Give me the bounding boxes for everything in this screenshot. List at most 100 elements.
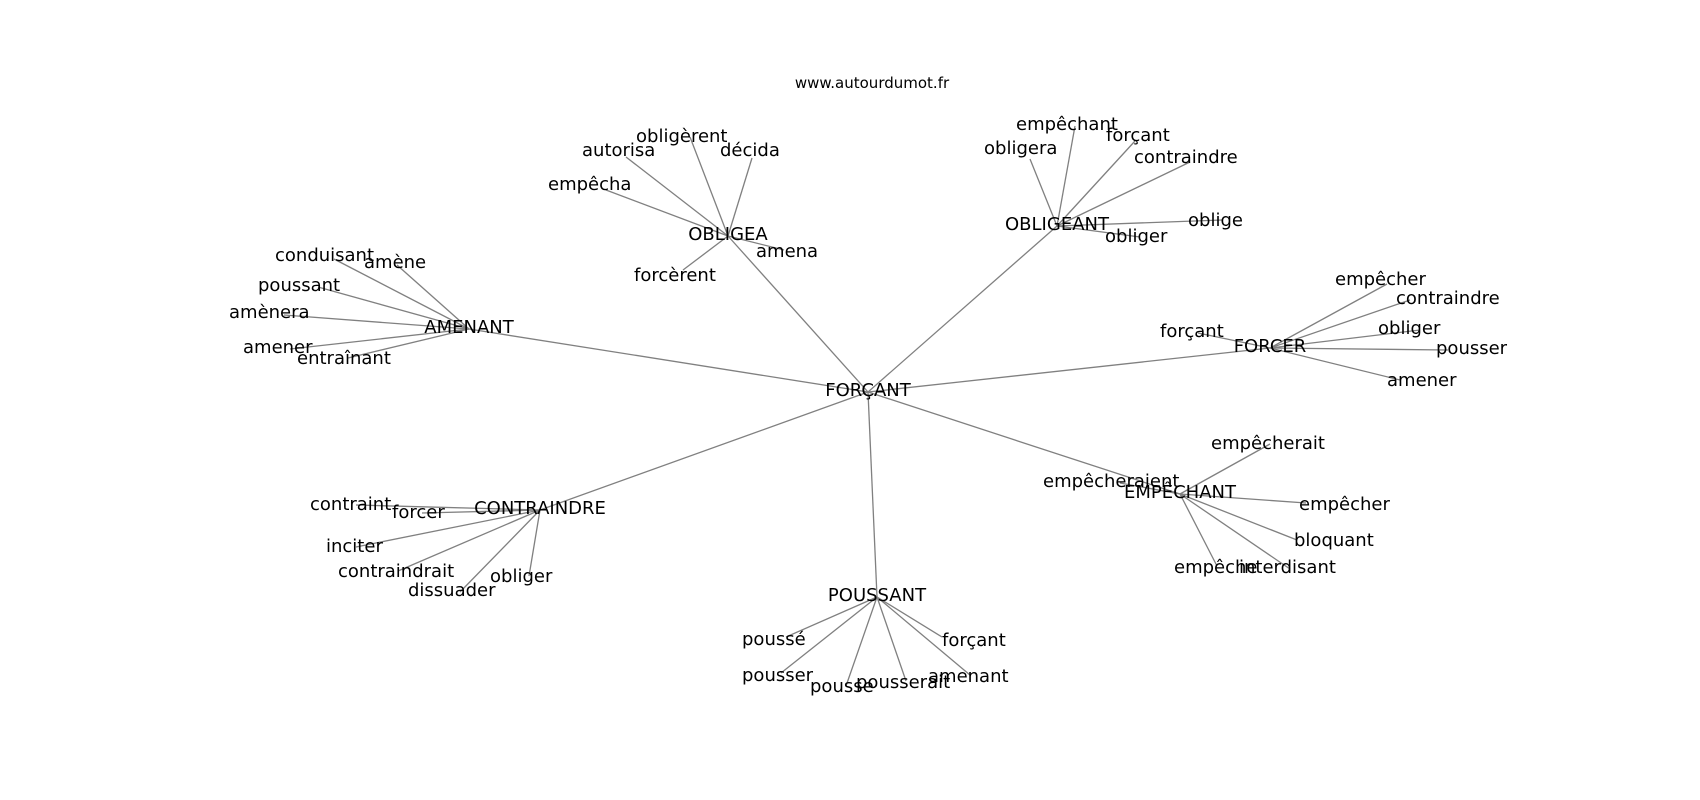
cluster-node-label[interactable]: AMENANT: [424, 317, 514, 338]
edge-cluster-6-word-5: [876, 596, 943, 638]
edge-cluster-3-word-3: [1269, 329, 1421, 349]
word-node-label[interactable]: empêcher: [1299, 494, 1390, 515]
edge-cluster-4-word-3: [397, 509, 541, 572]
edge-cluster-2-word-0: [333, 258, 470, 330]
word-node-label[interactable]: pousser: [742, 665, 814, 686]
word-node-label[interactable]: amener: [1387, 370, 1457, 391]
word-node-label[interactable]: pousserait: [856, 672, 950, 693]
word-node-label[interactable]: autorisa: [582, 140, 655, 161]
cluster-node-label[interactable]: CONTRAINDRE: [474, 498, 606, 519]
word-node-label[interactable]: contraindre: [1134, 147, 1238, 168]
word-node-label[interactable]: amènera: [229, 302, 310, 323]
word-node-label[interactable]: dissuader: [408, 580, 496, 601]
word-node-label[interactable]: forcer: [392, 502, 445, 523]
edge-cluster-6-word-1: [780, 596, 878, 674]
edge-cluster-4-word-1: [421, 509, 541, 514]
edge-cluster-3-word-1: [1269, 283, 1388, 349]
edge-cluster-3-word-5: [1269, 347, 1401, 381]
edge-cluster-3-word-4: [1269, 347, 1449, 351]
word-node-label[interactable]: obliger: [1378, 318, 1441, 339]
word-node-label[interactable]: forcèrent: [634, 265, 716, 286]
word-node-label[interactable]: forçant: [1160, 321, 1224, 342]
graph-edges: [283, 125, 1449, 687]
edge-cluster-1-word-4: [1056, 219, 1223, 227]
word-node-label[interactable]: contraindrait: [338, 561, 454, 582]
edge-cluster-1-word-1: [1056, 125, 1076, 227]
edge-cluster-1-word-3: [1056, 161, 1191, 227]
word-node-label[interactable]: contraint: [310, 494, 391, 515]
edge-center-to-cluster-6: [867, 391, 878, 598]
edge-cluster-5-word-3: [1179, 493, 1298, 541]
edge-cluster-6-word-4: [876, 596, 971, 676]
edge-cluster-4-word-5: [528, 509, 541, 577]
edge-cluster-2-word-5: [347, 328, 470, 359]
edge-cluster-6-word-2: [845, 596, 878, 687]
source-label[interactable]: www.autourdumot.fr: [795, 74, 950, 92]
edge-cluster-2-word-4: [289, 328, 470, 350]
word-node-label[interactable]: obliger: [490, 566, 553, 587]
edge-cluster-4-word-4: [459, 509, 541, 593]
word-node-label[interactable]: oblige: [1188, 210, 1243, 231]
edge-cluster-4-word-0: [355, 504, 541, 511]
edge-cluster-1-word-5: [1056, 225, 1141, 238]
word-node-label[interactable]: conduisant: [275, 245, 374, 266]
edge-cluster-2-word-3: [283, 314, 470, 330]
edge-cluster-0-word-2: [689, 136, 729, 237]
edge-cluster-6-word-0: [785, 596, 878, 638]
edge-cluster-0-word-1: [625, 156, 729, 237]
word-node-label[interactable]: empêcha: [548, 174, 631, 195]
edge-cluster-5-word-5: [1179, 493, 1218, 567]
edge-cluster-5-word-2: [1179, 493, 1307, 504]
edge-cluster-0-word-4: [727, 235, 785, 251]
word-node-label[interactable]: interdisant: [1239, 557, 1336, 578]
edge-center-to-cluster-4: [539, 391, 869, 511]
edge-cluster-5-word-4: [1179, 493, 1291, 570]
word-node-label[interactable]: forçant: [942, 630, 1006, 651]
cluster-node-label[interactable]: OBLIGEA: [688, 224, 768, 245]
word-node-label[interactable]: inciter: [326, 536, 383, 557]
word-node-label[interactable]: poussant: [258, 275, 340, 296]
edge-cluster-3-word-2: [1269, 299, 1411, 349]
word-node-label[interactable]: décida: [720, 140, 780, 161]
word-node-label[interactable]: pousser: [1436, 338, 1508, 359]
word-node-label[interactable]: empêcheraient: [1043, 471, 1179, 492]
edge-cluster-5-word-0: [1119, 482, 1181, 495]
edge-center-to-cluster-2: [468, 328, 869, 393]
word-node-label[interactable]: pousse: [810, 676, 874, 697]
word-node-label[interactable]: bloquant: [1294, 530, 1374, 551]
word-node-label[interactable]: contraindre: [1396, 288, 1500, 309]
word-node-label[interactable]: amenant: [928, 666, 1009, 687]
edge-cluster-6-word-3: [876, 596, 907, 682]
center-node-label[interactable]: FORÇANT: [825, 380, 911, 401]
word-node-label[interactable]: empêcher: [1335, 269, 1426, 290]
graph-labels: www.autourdumot.fr OBLIGEA empêcha autoris…: [229, 74, 1508, 697]
word-node-label[interactable]: poussé: [742, 629, 806, 650]
word-node-label[interactable]: obliger: [1105, 226, 1168, 247]
edge-center-to-cluster-1: [867, 225, 1058, 393]
edge-cluster-5-word-1: [1179, 443, 1271, 495]
cluster-node-label[interactable]: OBLIGEANT: [1005, 214, 1110, 235]
edge-cluster-0-word-0: [605, 189, 729, 237]
edge-center-to-cluster-0: [727, 235, 869, 393]
edge-center-to-cluster-3: [867, 347, 1271, 393]
edge-center-to-cluster-5: [867, 391, 1181, 495]
word-node-label[interactable]: empêcherait: [1211, 433, 1325, 454]
word-node-label[interactable]: empêchant: [1016, 114, 1118, 135]
word-node-label[interactable]: amène: [364, 252, 426, 273]
word-node-label[interactable]: amena: [756, 241, 818, 262]
word-node-label[interactable]: obligèrent: [636, 126, 728, 147]
edge-cluster-1-word-2: [1056, 140, 1136, 227]
cluster-node-label[interactable]: FORCER: [1234, 336, 1307, 357]
edge-cluster-4-word-2: [355, 509, 541, 548]
word-node-label[interactable]: forçant: [1106, 125, 1170, 146]
edge-cluster-0-word-3: [727, 157, 753, 237]
cluster-node-label[interactable]: EMPÊCHANT: [1124, 481, 1237, 503]
edge-cluster-2-word-1: [396, 264, 470, 330]
edge-cluster-1-word-0: [1029, 158, 1058, 227]
cluster-node-label[interactable]: POUSSANT: [828, 585, 927, 606]
word-node-label[interactable]: empêche: [1174, 557, 1258, 578]
word-node-label[interactable]: obligera: [984, 138, 1057, 159]
edge-cluster-3-word-0: [1197, 332, 1271, 349]
word-node-label[interactable]: entraînant: [297, 348, 391, 369]
word-node-label[interactable]: amener: [243, 337, 313, 358]
